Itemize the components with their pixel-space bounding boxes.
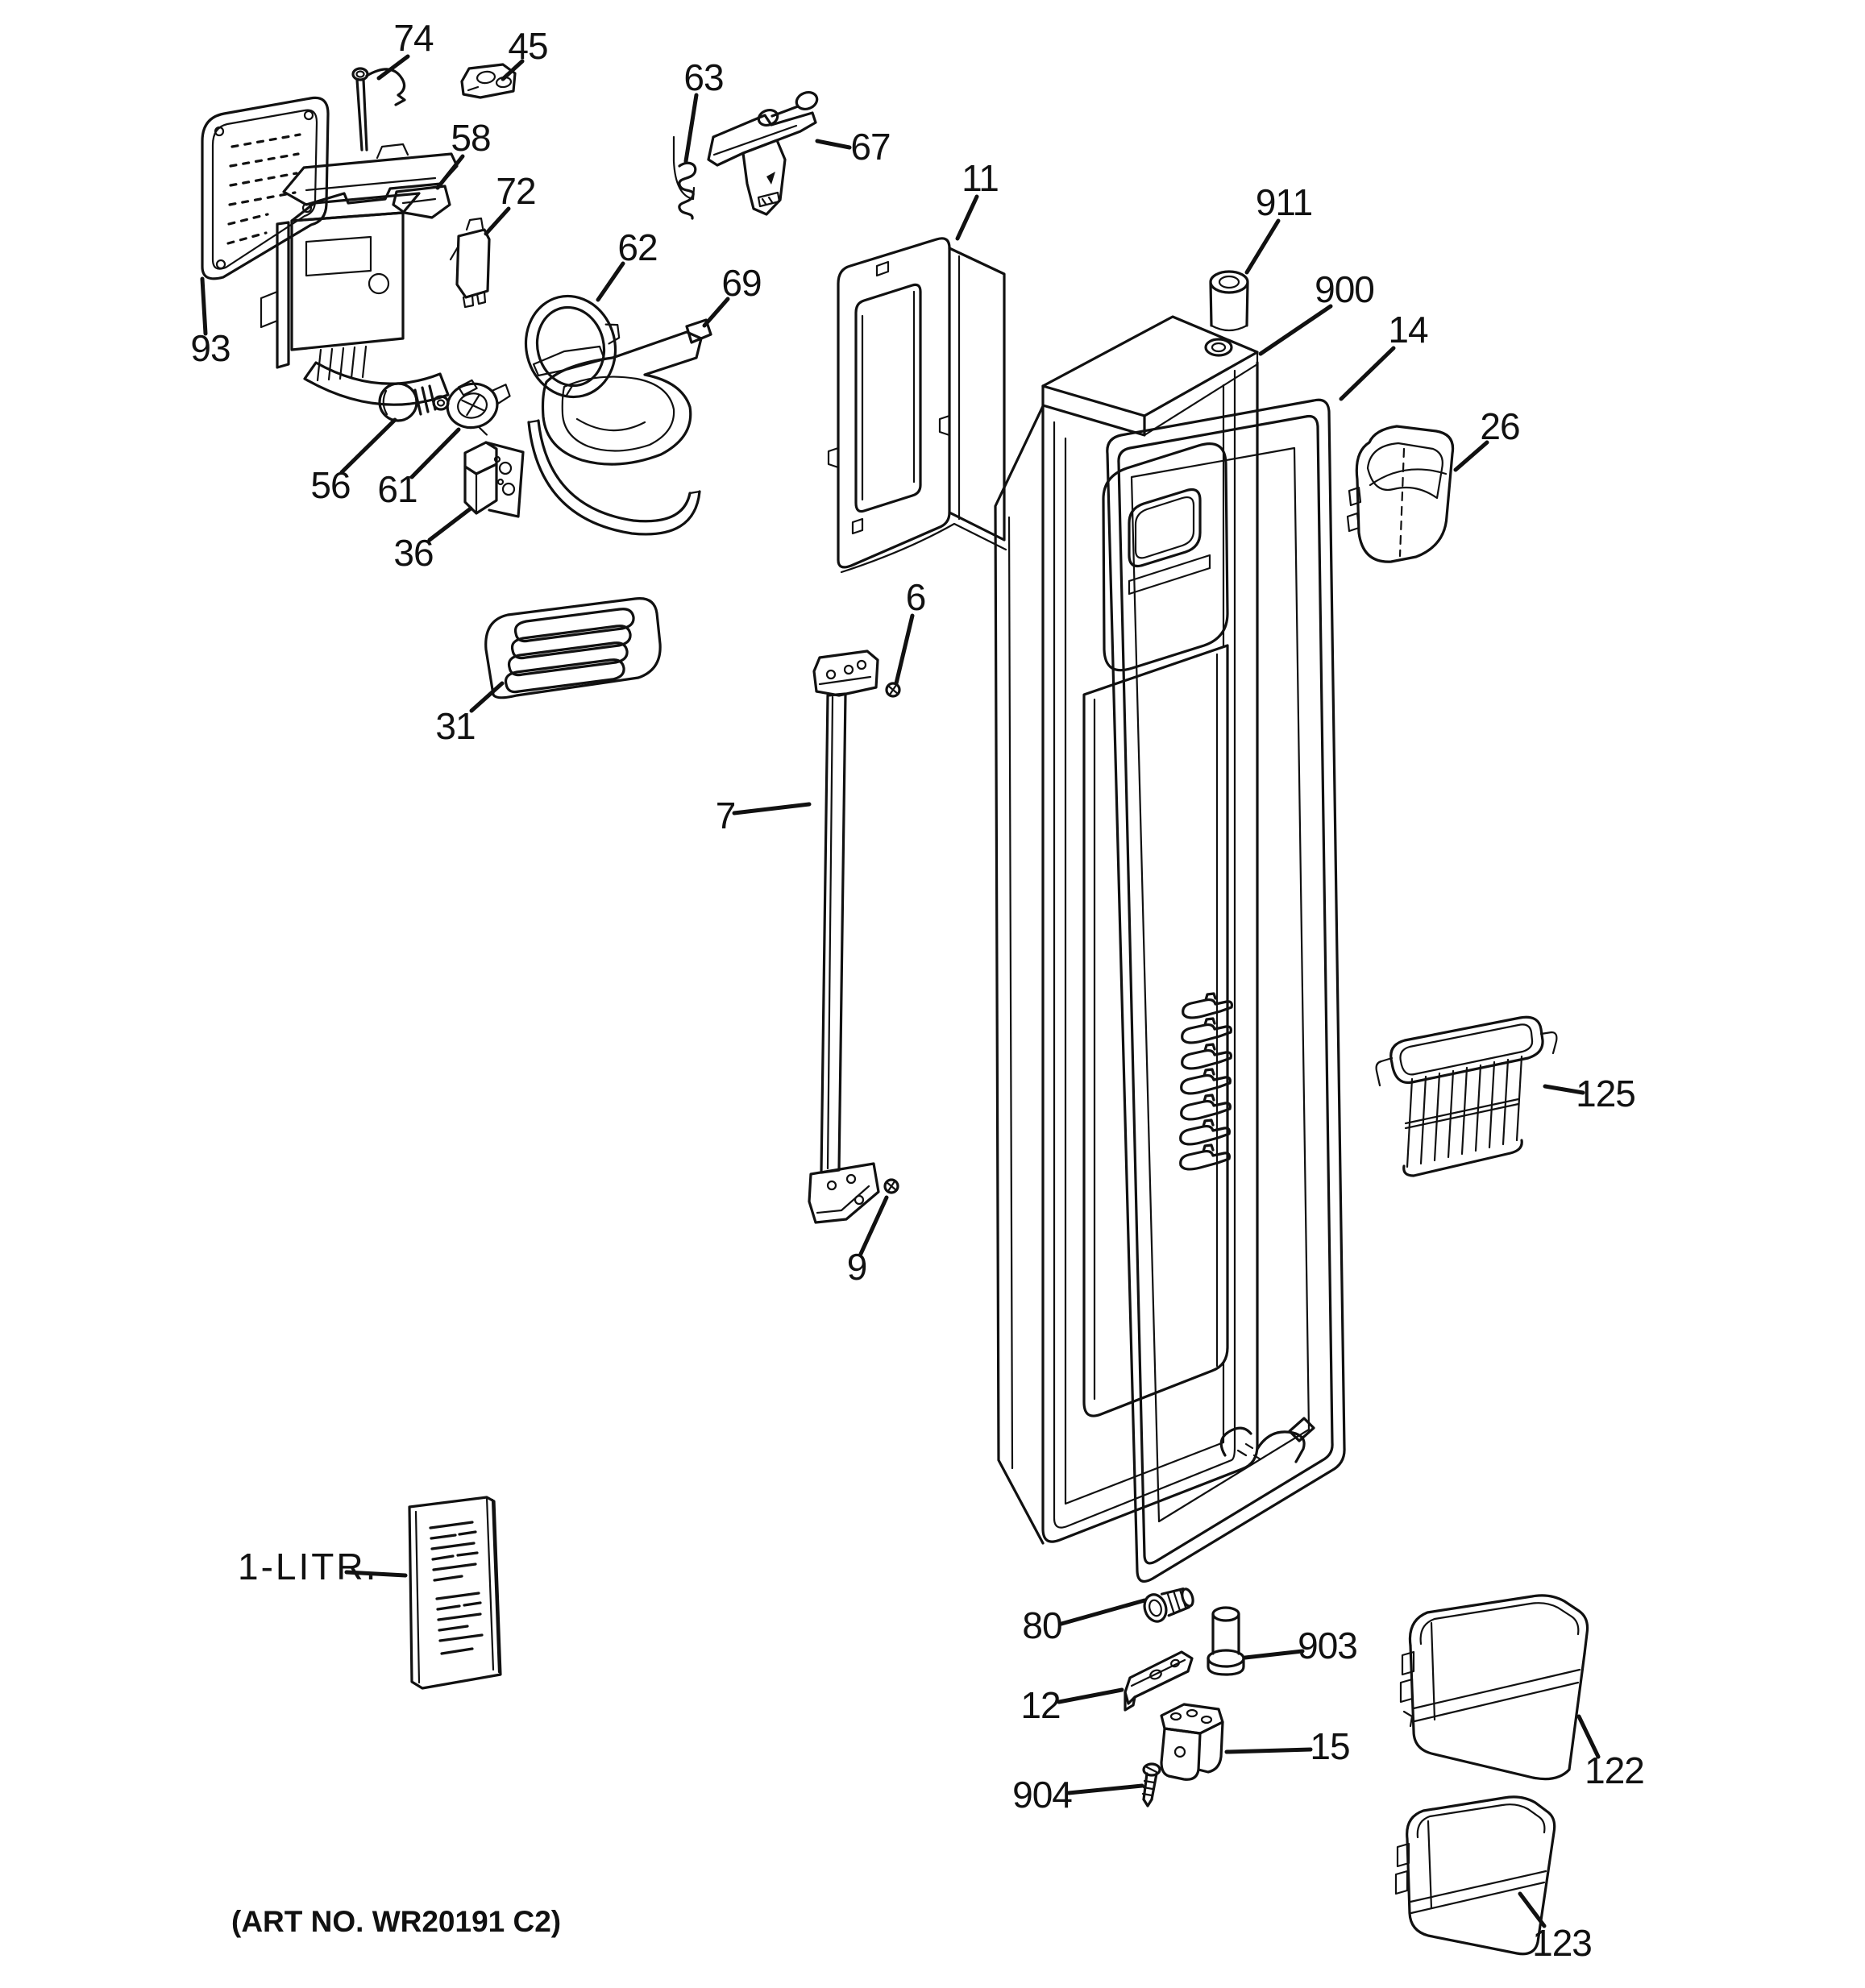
part-label-904: 904	[1012, 1774, 1072, 1816]
part-label-26: 26	[1480, 405, 1519, 447]
leader-7	[732, 802, 812, 816]
part-label-45: 45	[508, 25, 547, 67]
leader-904	[1066, 1783, 1144, 1795]
part-label-900: 900	[1315, 268, 1374, 310]
part-label-80: 80	[1022, 1604, 1061, 1646]
part-label-9: 9	[847, 1246, 867, 1288]
part-label-62: 62	[617, 226, 657, 268]
leader-125	[1543, 1084, 1585, 1095]
door-handle-assembly	[808, 650, 901, 1224]
bracket-12	[1124, 1650, 1194, 1712]
leader-15	[1224, 1747, 1313, 1754]
leader-26	[1453, 440, 1489, 472]
part-label-7: 7	[716, 795, 736, 836]
leader-67	[815, 139, 852, 150]
door-bin-123	[1394, 1795, 1556, 1956]
leader-31	[469, 681, 505, 713]
leader-93	[200, 276, 208, 336]
spring-63	[672, 135, 697, 220]
part-label-67: 67	[850, 126, 890, 168]
part-label-72: 72	[496, 170, 535, 212]
inner-door-900	[994, 315, 1315, 1545]
dispenser-trim-frame-11	[827, 237, 1007, 574]
drip-grille-31	[484, 597, 662, 699]
dispenser-actuator-67	[707, 91, 819, 216]
switch-72	[449, 217, 491, 309]
leader-69	[702, 297, 730, 328]
leader-900	[1258, 304, 1333, 356]
part-label-31: 31	[435, 705, 475, 747]
freezer-door-stack	[827, 237, 1346, 1583]
literature-booklet	[408, 1496, 502, 1690]
part-label-125: 125	[1576, 1073, 1635, 1114]
part-label-122: 122	[1585, 1749, 1644, 1791]
leader-911	[1244, 218, 1281, 275]
handle-screw-6	[885, 682, 901, 698]
bottom-hinge-parts	[1124, 1587, 1245, 1807]
leader-61	[409, 427, 461, 479]
leader-63	[683, 93, 699, 164]
part-label-11: 11	[962, 157, 999, 199]
leader-9	[858, 1195, 889, 1256]
wire-basket-125	[1375, 1015, 1558, 1177]
leader-12	[1057, 1687, 1124, 1704]
door-bins	[1346, 425, 1589, 1956]
leader-1-litr	[344, 1570, 408, 1578]
part-label-36: 36	[393, 532, 433, 574]
art-number: (ART NO. WR20191 C2)	[231, 1905, 561, 1938]
screw-904	[1141, 1762, 1161, 1807]
part-label-12: 12	[1020, 1684, 1060, 1726]
handle-screw-9	[883, 1178, 899, 1194]
door-handle-7	[808, 650, 880, 1224]
door-gasket-14	[1106, 398, 1346, 1583]
part-label-15: 15	[1310, 1725, 1349, 1767]
dispenser-module-body	[260, 192, 450, 406]
part-label-69: 69	[721, 262, 761, 304]
light-bulb-56	[378, 382, 450, 422]
leader-72	[484, 206, 511, 236]
dispenser-funnel-69	[527, 318, 712, 536]
part-label-58: 58	[451, 117, 490, 159]
part-label-6: 6	[906, 576, 926, 618]
leader-903	[1243, 1649, 1305, 1660]
part-label-74: 74	[393, 17, 434, 59]
part-label-1-litr: 1-LITR.	[238, 1546, 378, 1587]
leader-62	[596, 261, 625, 302]
mounting-rail-58	[282, 143, 459, 219]
leader-56	[339, 417, 397, 475]
grommet-80	[1143, 1587, 1194, 1623]
leader-14	[1339, 346, 1396, 401]
part-label-123: 123	[1532, 1922, 1592, 1964]
leader-123	[1518, 1891, 1547, 1928]
part-label-63: 63	[683, 56, 723, 98]
part-label-93: 93	[190, 327, 230, 369]
leader-11	[955, 194, 979, 241]
leader-36	[427, 506, 473, 542]
leader-6	[894, 613, 915, 686]
leader-80	[1059, 1598, 1147, 1626]
bracket-45	[460, 63, 517, 99]
hinge-pin-903	[1207, 1606, 1245, 1676]
hinge-bracket-15	[1160, 1703, 1224, 1781]
bracket-36	[463, 441, 525, 518]
control-panel-93	[201, 96, 330, 280]
part-label-61: 61	[377, 468, 417, 510]
part-label-56: 56	[310, 464, 350, 506]
door-bin-122	[1399, 1594, 1589, 1781]
part-label-911: 911	[1256, 181, 1312, 223]
water-tube-911	[1209, 270, 1249, 332]
dispenser-assembly	[201, 63, 819, 699]
screw-and-wire-74	[351, 67, 406, 151]
bulb-socket-61	[446, 379, 511, 436]
leader-122	[1576, 1714, 1601, 1759]
leader-58	[435, 154, 465, 190]
part-label-14: 14	[1388, 309, 1428, 351]
trim-ring-62	[524, 294, 621, 399]
ice-bucket-26	[1346, 425, 1455, 563]
leader-45	[501, 59, 525, 81]
part-label-903: 903	[1298, 1625, 1357, 1666]
leader-74	[376, 54, 410, 81]
